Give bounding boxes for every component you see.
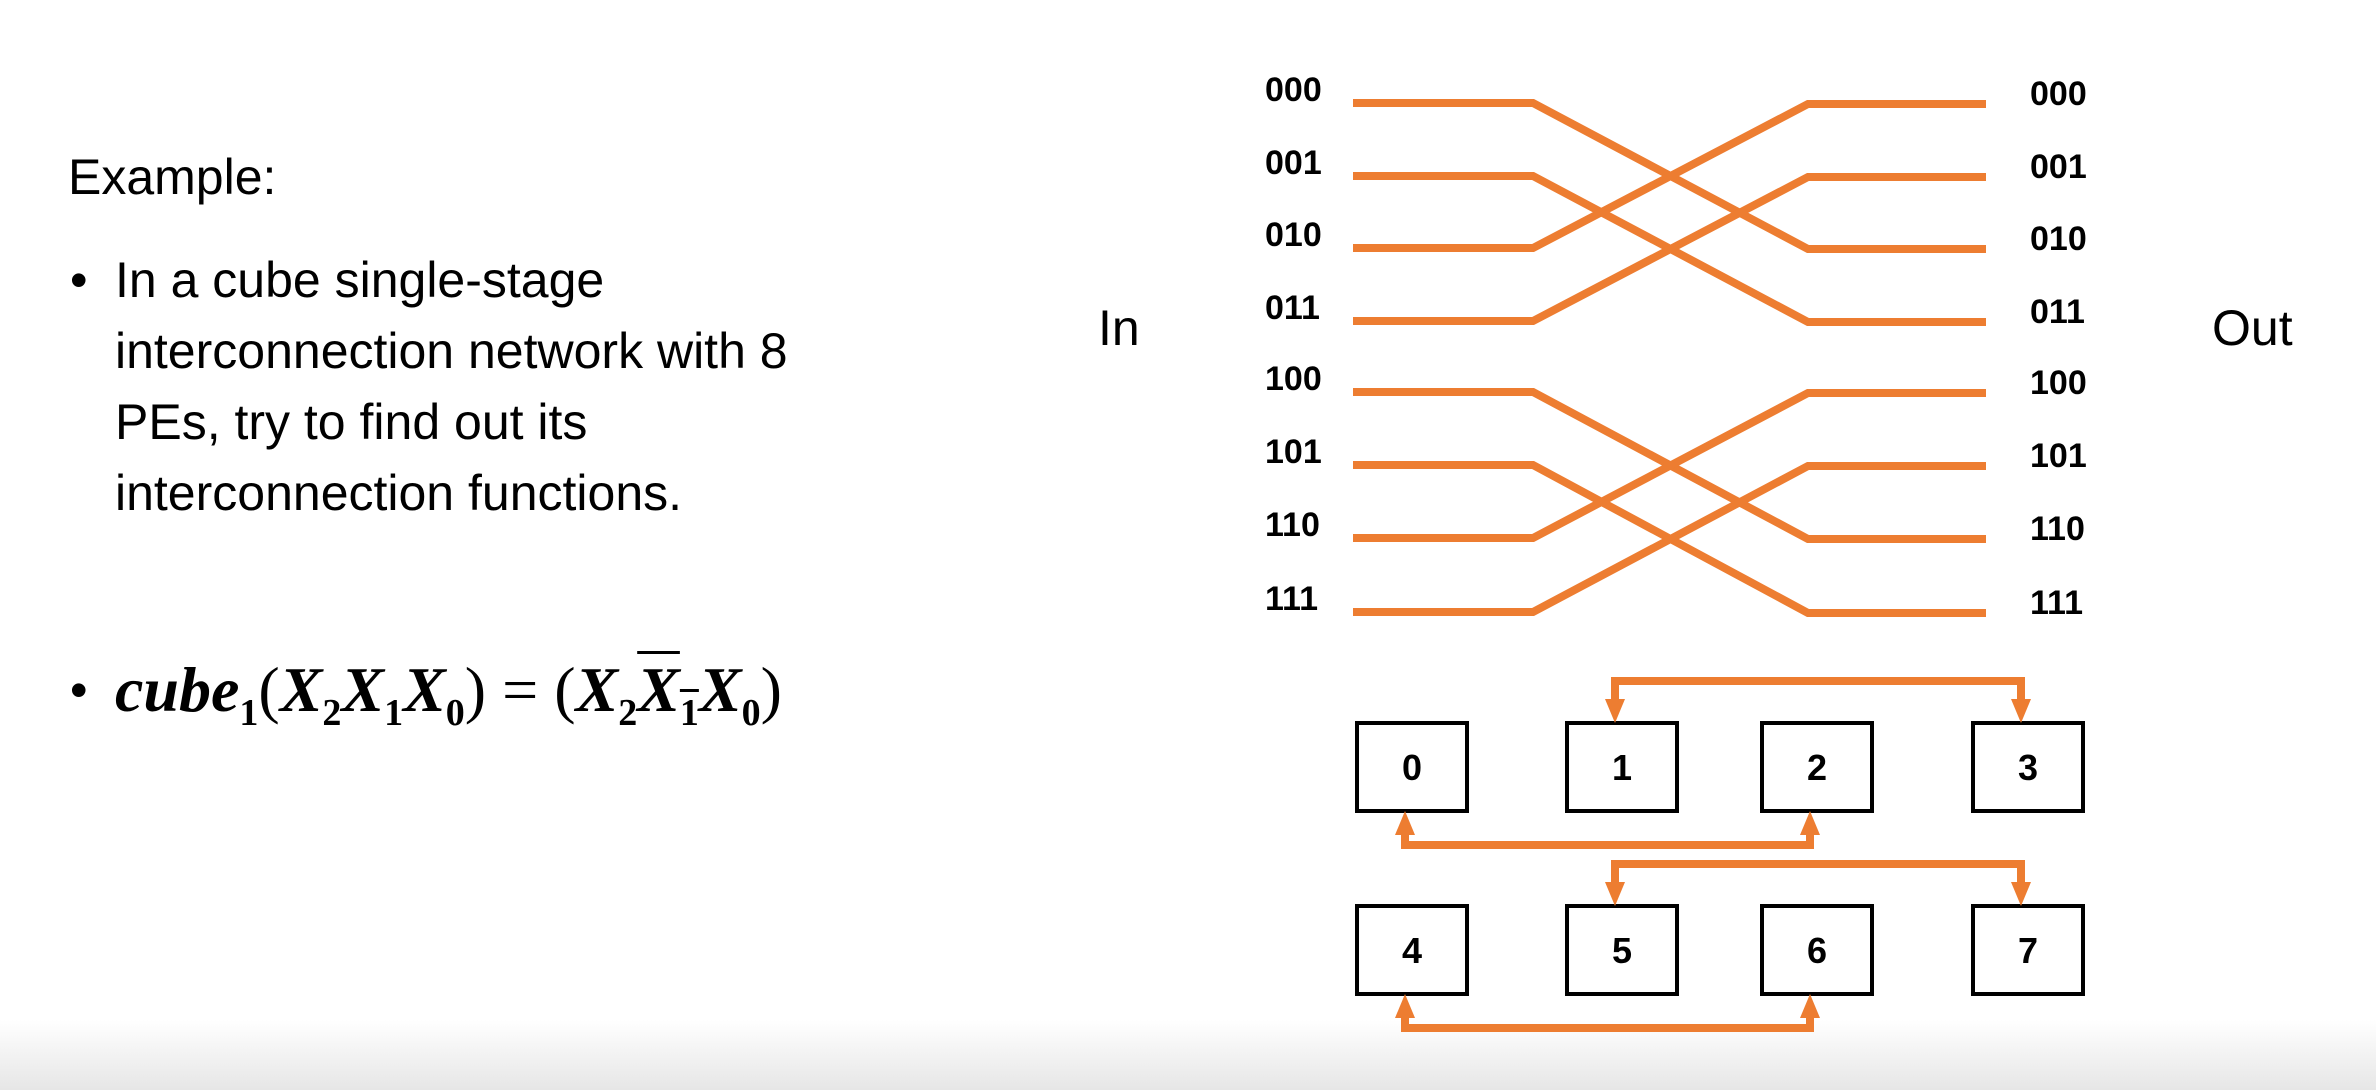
arrowhead-icon bbox=[1395, 994, 1415, 1018]
arrowhead-icon bbox=[2011, 699, 2031, 723]
question-line: In a cube single-stage bbox=[115, 252, 605, 308]
variable-subscript: 0 bbox=[445, 692, 465, 734]
question-line: PEs, try to find out its bbox=[115, 394, 588, 450]
pe-box-1 bbox=[1565, 721, 1679, 813]
output-label-110: 110 bbox=[2030, 510, 2085, 548]
pe-box-6 bbox=[1760, 904, 1874, 996]
paren: ( bbox=[258, 654, 280, 725]
paren: ) bbox=[760, 654, 782, 725]
pe-label-7: 7 bbox=[2018, 930, 2038, 971]
pe-label-0: 0 bbox=[1402, 747, 1422, 788]
input-label-010: 010 bbox=[1265, 216, 1322, 254]
bullet-formula: • cube1(X2X1X0) = (X2X1X0) bbox=[70, 640, 782, 763]
input-label-001: 001 bbox=[1265, 144, 1322, 182]
bullet-icon: • bbox=[70, 252, 88, 308]
in-label: In bbox=[1098, 300, 1140, 356]
link-5-7 bbox=[1611, 860, 2025, 882]
pe-label-1: 1 bbox=[1612, 747, 1632, 788]
link-4-6 bbox=[1401, 1018, 1814, 1032]
connection-line-110-to-100 bbox=[1353, 389, 1986, 542]
output-label-010: 010 bbox=[2030, 220, 2087, 258]
variable: X bbox=[403, 654, 446, 725]
output-label-101: 101 bbox=[2030, 437, 2087, 475]
paren: ( bbox=[554, 654, 576, 725]
pe-box-7 bbox=[1971, 904, 2085, 996]
link-0-2 bbox=[1401, 835, 1814, 849]
variable-subscript: 2 bbox=[618, 692, 638, 734]
pe-box-3 bbox=[1971, 721, 2085, 813]
input-label-000: 000 bbox=[1265, 71, 1322, 109]
input-label-111: 111 bbox=[1265, 580, 1318, 618]
arrowhead-icon bbox=[1395, 811, 1415, 835]
cube-function-formula: cube1(X2X1X0) = (X2X1X0) bbox=[115, 654, 782, 734]
pe-label-6: 6 bbox=[1807, 930, 1827, 971]
output-label-000: 000 bbox=[2030, 75, 2087, 113]
arrowhead-icon bbox=[2011, 882, 2031, 906]
input-label-101: 101 bbox=[1265, 433, 1322, 471]
connection-line-111-to-101 bbox=[1353, 462, 1986, 616]
output-label-011: 011 bbox=[2030, 293, 2085, 331]
arrowhead-icon bbox=[1605, 882, 1625, 906]
variable-group: X0 bbox=[698, 654, 761, 734]
pe-box-5 bbox=[1565, 904, 1679, 996]
pe-label-5: 5 bbox=[1612, 930, 1632, 971]
input-label-100: 100 bbox=[1265, 360, 1322, 398]
connection-line-010-to-000 bbox=[1353, 100, 1986, 252]
variable: X bbox=[575, 654, 619, 725]
question-line: interconnection network with 8 bbox=[115, 323, 788, 379]
variable-group: X2 bbox=[575, 654, 638, 734]
variable-subscript: 1 bbox=[384, 692, 404, 734]
bullet-question: • In a cube single-stage interconnection… bbox=[70, 245, 970, 529]
pe-box-4 bbox=[1355, 904, 1469, 996]
pe-box-2 bbox=[1760, 721, 1874, 813]
output-label-111: 111 bbox=[2030, 584, 2083, 622]
connection-line-011-to-001 bbox=[1353, 173, 1986, 325]
negated-variable: X1 bbox=[637, 654, 699, 734]
pe-label-4: 4 bbox=[1402, 930, 1422, 971]
input-label-110: 110 bbox=[1265, 506, 1320, 544]
output-label-001: 001 bbox=[2030, 148, 2087, 186]
input-label-011: 011 bbox=[1265, 289, 1320, 327]
pe-box-0 bbox=[1355, 721, 1469, 813]
question-line: interconnection functions. bbox=[115, 465, 683, 521]
function-name: cube bbox=[115, 654, 240, 725]
question-text: In a cube single-stage interconnection n… bbox=[115, 245, 970, 529]
pe-label-2: 2 bbox=[1807, 747, 1827, 788]
variable: X bbox=[698, 654, 742, 725]
arrowhead-icon bbox=[1605, 699, 1625, 723]
variable-subscript: 2 bbox=[322, 692, 342, 734]
equals-sign: = bbox=[486, 654, 555, 725]
arrowhead-icon bbox=[1800, 994, 1820, 1018]
link-1-3 bbox=[1611, 677, 2025, 699]
out-label: Out bbox=[2212, 300, 2293, 356]
variable: X bbox=[341, 654, 385, 725]
paren: ) bbox=[464, 654, 487, 725]
arrowhead-icon bbox=[1800, 811, 1820, 835]
bottom-shadow bbox=[0, 1020, 2376, 1090]
pe-label-3: 3 bbox=[2018, 747, 2038, 788]
variable-subscript: 0 bbox=[741, 692, 761, 734]
output-label-100: 100 bbox=[2030, 364, 2087, 402]
function-subscript: 1 bbox=[239, 692, 259, 734]
variable: X bbox=[637, 654, 680, 725]
bullet-icon: • bbox=[70, 662, 88, 718]
variable-subscript: 1 bbox=[679, 692, 699, 734]
example-heading: Example: bbox=[68, 149, 277, 205]
variable: X bbox=[279, 654, 323, 725]
